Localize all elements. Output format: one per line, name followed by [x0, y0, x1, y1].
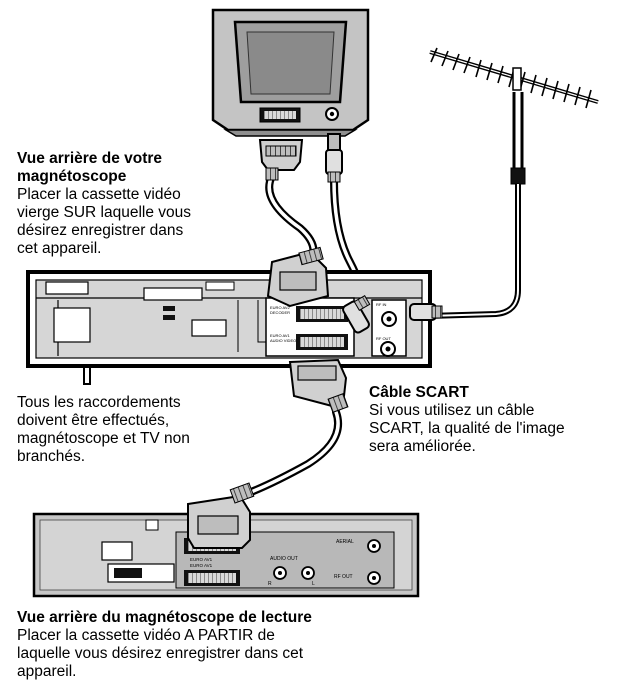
connection-note-line-3: magnétoscope et TV non: [17, 430, 190, 447]
connection-note-line-1: Tous les raccordements: [17, 394, 181, 411]
label-aerial: AERIAL: [336, 539, 354, 545]
label-rf-out: RF OUT: [376, 336, 391, 341]
player-rf-out-socket[interactable]: [367, 571, 381, 585]
television: [211, 8, 370, 137]
player-note-line-2: laquelle vous désirez enregistrer dans c…: [17, 645, 304, 662]
recorder-note-line-3: désirez enregistrer dans: [17, 222, 184, 239]
connection-note: Tous les raccordements doivent être effe…: [17, 394, 190, 466]
tv-scart-socket[interactable]: [259, 107, 301, 123]
player-aerial-socket[interactable]: [367, 539, 381, 553]
tv-aerial-socket[interactable]: [325, 107, 339, 121]
connection-note-line-4: branchés.: [17, 448, 86, 465]
recorder-rf-in-socket[interactable]: [381, 311, 397, 327]
label-player-rf-out: RF OUT: [334, 574, 353, 580]
label-euro-av2-sub: DECODER: [270, 310, 290, 315]
label-player-euro-av-sub: EURO AV1: [190, 563, 213, 568]
label-euro-av1: EURO AV1: [270, 333, 290, 338]
label-audio-out: AUDIO OUT: [270, 556, 298, 562]
label-audio-r: R: [268, 581, 272, 587]
recorder-note: Vue arrière de votre magnétoscope Placer…: [17, 150, 191, 258]
label-rf-in: RF IN: [376, 302, 387, 307]
player-euro-av-socket-lower[interactable]: [184, 570, 240, 586]
player-scart-plug: [187, 482, 255, 549]
scart-note-line-2: SCART, la qualité de l'image: [369, 420, 565, 437]
player-note-title: Vue arrière du magnétoscope de lecture: [17, 609, 312, 626]
player-audio-r-socket[interactable]: [273, 566, 287, 580]
player-audio-l-socket[interactable]: [301, 566, 315, 580]
scart-note-line-3: sera améliorée.: [369, 438, 476, 455]
label-audio-l: L: [312, 581, 315, 587]
label-euro-av1-sub: AUDIO VIDEO: [270, 338, 296, 343]
player-note-line-3: appareil.: [17, 663, 77, 680]
recorder-rf-plugs: [342, 294, 443, 334]
connection-note-line-2: doivent être effectués,: [17, 412, 170, 429]
scart-note-title: Câble SCART: [369, 384, 469, 401]
recorder-note-line-4: cet appareil.: [17, 240, 102, 257]
recorder-note-line-2: vierge SUR laquelle vous: [17, 204, 192, 221]
label-player-euro-av: EURO AV1: [190, 557, 213, 562]
recorder-top-scart-plug: [266, 246, 330, 308]
recorder-note-line-1: Placer la cassette vidéo: [17, 186, 181, 203]
recorder-bottom-scart-plug: [288, 358, 349, 413]
recorder-note-title-2: magnétoscope: [17, 168, 127, 185]
aerial-antenna: [427, 47, 599, 319]
scart-note-line-1: Si vous utilisez un câble: [369, 402, 535, 419]
recorder-vcr: EURO AV2 DECODER EURO AV1 AUDIO VIDEO RF…: [26, 270, 432, 368]
label-euro-av2: EURO AV2: [270, 305, 290, 310]
player-note: Vue arrière du magnétoscope de lecture P…: [17, 609, 312, 681]
recorder-rf-out-socket[interactable]: [380, 341, 396, 357]
tv-rf-plug: [325, 133, 343, 183]
player-note-line-1: Placer la cassette vidéo A PARTIR de: [17, 627, 275, 644]
recorder-note-title-1: Vue arrière de votre: [17, 150, 163, 167]
recorder-euro-av1-socket[interactable]: [296, 334, 348, 350]
scart-note: Câble SCART Si vous utilisez un câble SC…: [369, 384, 565, 456]
tv-scart-plug: [258, 139, 304, 181]
recorder-euro-av2-socket[interactable]: [296, 306, 348, 322]
